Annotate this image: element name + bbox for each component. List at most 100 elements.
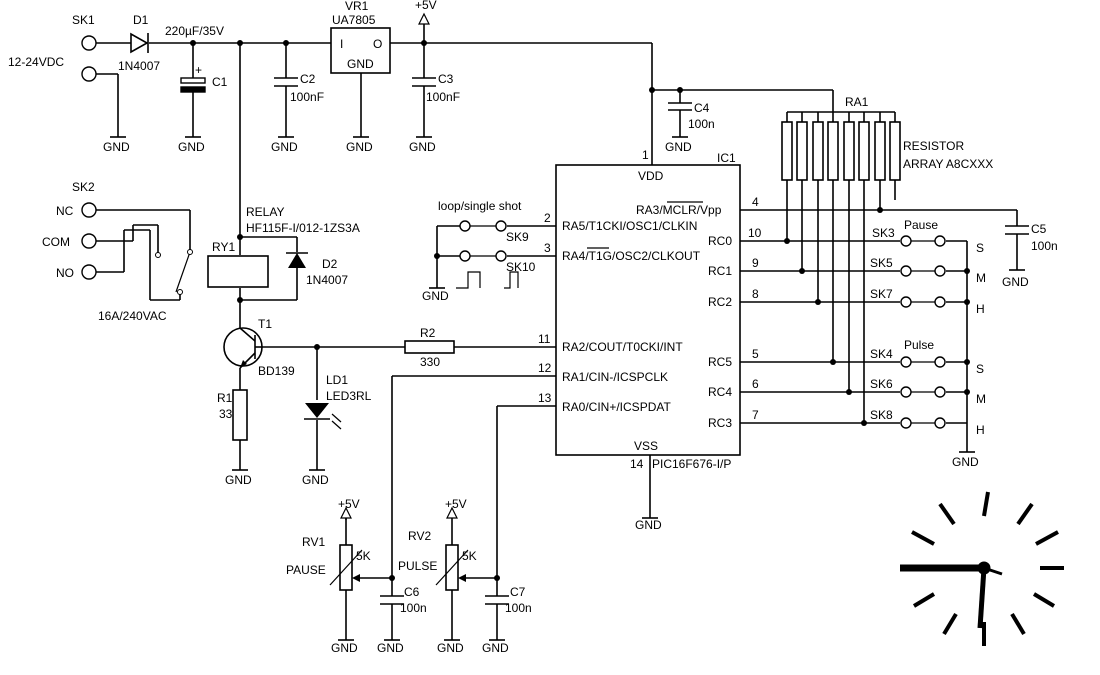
com-label: COM [42, 235, 70, 249]
gnd-label: GND [346, 140, 373, 154]
c4-value: 100n [688, 117, 715, 131]
c2-capacitor [274, 77, 298, 87]
c5-label: C5 [1031, 222, 1047, 236]
c1-plus: + [195, 63, 202, 77]
vr1-in: I [340, 37, 343, 51]
pin-num: 12 [538, 361, 552, 375]
rv1-value: 5K [356, 549, 371, 563]
pin-label: RC5 [708, 355, 732, 369]
relay-contact [155, 249, 193, 295]
vr1-type: UA7805 [332, 13, 376, 27]
d2-label: D2 [322, 257, 338, 271]
c6-capacitor [380, 595, 404, 605]
ic-vdd: VDD [638, 169, 664, 183]
ra1-desc-2: ARRAY A8CXXX [903, 157, 993, 171]
ic-pin14: 14 [630, 457, 644, 471]
gnd-label: GND [665, 140, 692, 154]
pin-label: RA0/CIN+/ICSPDAT [562, 400, 671, 414]
nc-label: NC [56, 204, 74, 218]
ic-part: PIC16F676-I/P [652, 457, 731, 471]
gnd-label: GND [225, 473, 252, 487]
c5-value: 100n [1031, 239, 1058, 253]
r1-label: R1 [217, 391, 233, 405]
t1-label: T1 [258, 317, 272, 331]
sk4-label: SK4 [870, 347, 893, 361]
rv2-name: PULSE [398, 559, 437, 573]
vr1-out: O [373, 37, 382, 51]
pin-label: RC0 [708, 234, 732, 248]
c4-label: C4 [694, 101, 710, 115]
relay-rating: 16A/240VAC [98, 309, 167, 323]
gnd-label: GND [271, 140, 298, 154]
pause-title: Pause [904, 218, 938, 232]
no-label: NO [56, 266, 74, 280]
c6-value: 100n [400, 601, 427, 615]
pulse-title: Pulse [904, 338, 934, 352]
mode-title: loop/single shot [438, 199, 522, 213]
pin-num: 3 [544, 241, 551, 255]
gnd-label: GND [437, 641, 464, 655]
pin-num: 7 [752, 408, 759, 422]
sk1-terminal-2 [81, 66, 97, 82]
ld1-led [304, 403, 342, 430]
plus5v-label: +5V [415, 0, 437, 12]
gnd-label: GND [952, 455, 979, 469]
c1-label: C1 [212, 75, 228, 89]
c6-label: C6 [404, 585, 420, 599]
pin-num: 9 [752, 256, 759, 270]
sk3-label: SK3 [872, 226, 895, 240]
gnd-label: GND [377, 641, 404, 655]
gnd-label: GND [331, 641, 358, 655]
r1-resistor [232, 389, 248, 441]
c2-label: C2 [300, 72, 316, 86]
pin-num: 4 [752, 195, 759, 209]
gnd-label: GND [178, 140, 205, 154]
vr1-gnd: GND [347, 57, 374, 71]
c7-value: 100n [505, 601, 532, 615]
vr1-regulator [330, 27, 391, 74]
pin-num: 5 [752, 347, 759, 361]
ra1-resistor-array [781, 121, 901, 181]
ra1-desc-1: RESISTOR [903, 139, 964, 153]
pin-label: RA5/T1CKI/OSC1/CLKIN [562, 219, 697, 233]
gnd-label: GND [482, 641, 509, 655]
pin-label: RA1/CIN-/ICSPCLK [562, 370, 668, 384]
c3-value: 100nF [426, 90, 460, 104]
ld1-label: LD1 [326, 373, 348, 387]
pin-label: RA2/COUT/T0CKI/INT [562, 340, 683, 354]
sk2-com-terminal [81, 233, 97, 249]
gnd-label: GND [409, 140, 436, 154]
sk7-label: SK7 [870, 287, 893, 301]
pin-num: 13 [538, 391, 552, 405]
d2-diode [286, 252, 308, 268]
d2-type: 1N4007 [306, 273, 348, 287]
relay-label: RELAY [246, 205, 284, 219]
rv1-label: RV1 [302, 535, 325, 549]
ry1-label: RY1 [212, 240, 235, 254]
ic-name: IC1 [717, 151, 736, 165]
sk5-label: SK5 [870, 256, 893, 270]
rv2-supply: +5V [445, 497, 467, 511]
pause-m: M [976, 271, 986, 285]
t1-transistor [223, 327, 263, 369]
c5-capacitor [1005, 225, 1029, 235]
ic-right-pins: 4 RA3/MCLR/Vpp 10 RC0 9 RC1 8 RC2 5 RC5 … [636, 195, 762, 430]
ic1-microcontroller [555, 164, 741, 456]
sk9-label: SK9 [506, 230, 529, 244]
gnd-label: GND [1002, 275, 1029, 289]
r2-value: 330 [420, 355, 440, 369]
time-switches [900, 235, 946, 429]
ic-pin1: 1 [642, 148, 649, 162]
gnd-label: GND [103, 140, 130, 154]
pin-label: RA3/MCLR/Vpp [636, 203, 722, 217]
pulse-m: M [976, 392, 986, 406]
c3-label: C3 [438, 72, 454, 86]
gnd-labels: GND GND GND GND GND GND GND GND GND GND … [103, 140, 1029, 655]
rv1-name: PAUSE [286, 563, 326, 577]
c2-value: 100nF [290, 90, 324, 104]
pin-label: RC1 [708, 264, 732, 278]
c3-capacitor [412, 77, 436, 87]
r2-label: R2 [420, 326, 436, 340]
sk1-label: SK1 [72, 13, 95, 27]
